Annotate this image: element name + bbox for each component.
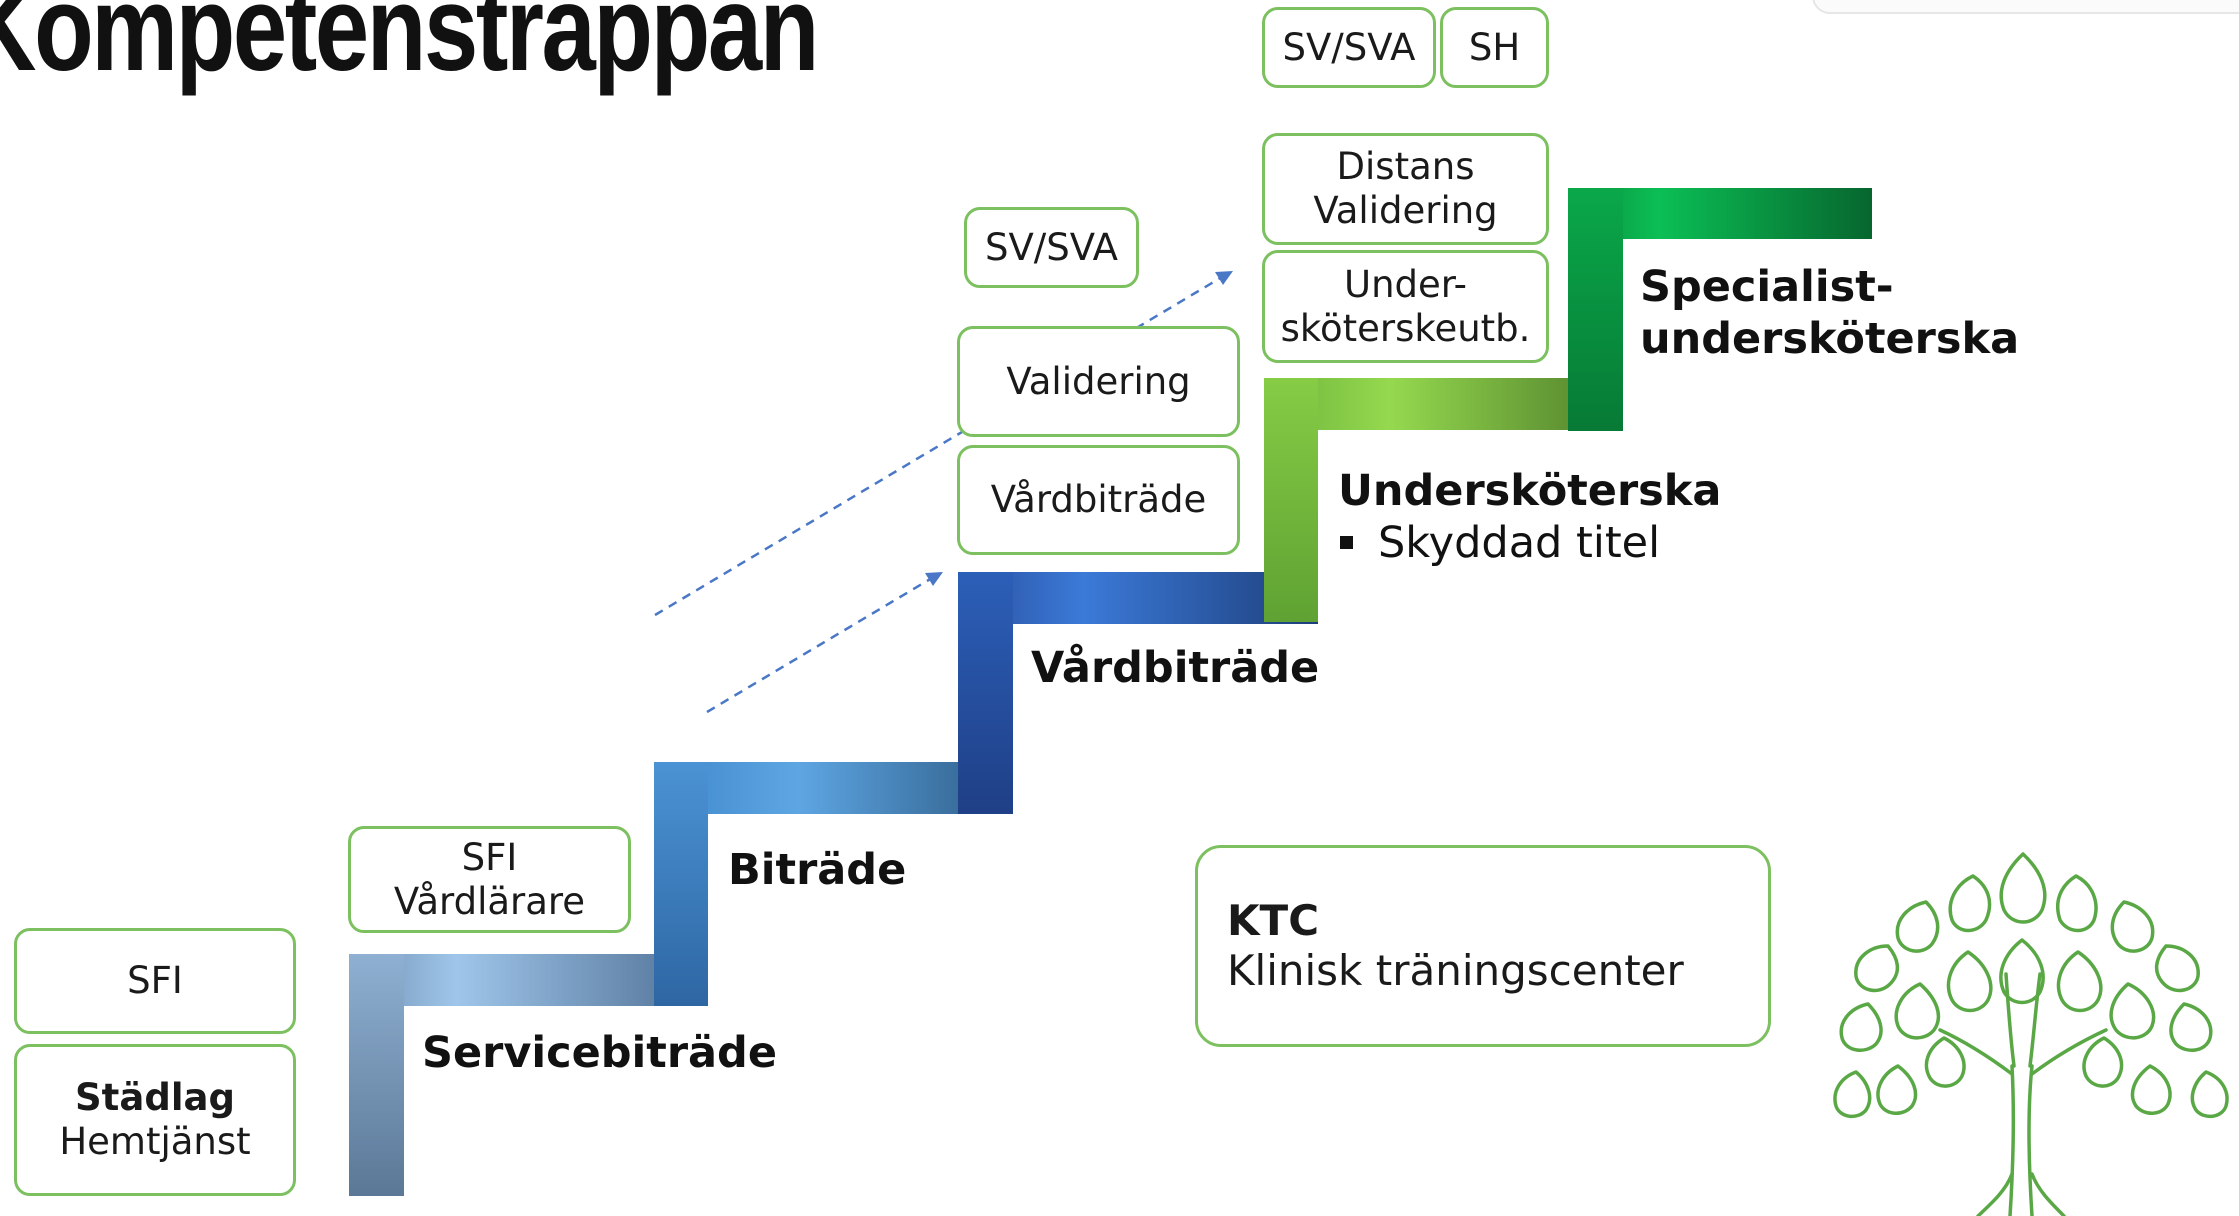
box-sfi-vardlarare-line2: Vårdlärare [393, 879, 586, 923]
box-validering-text: Validering [1006, 359, 1191, 403]
box-distans-line1: Distans [1336, 145, 1475, 188]
step-label-specialist: Specialist- undersköterska [1640, 261, 2019, 365]
ktc-box: KTC Klinisk träningscenter [1195, 845, 1771, 1047]
step-label-servicebitrade: Servicebiträde [422, 1028, 778, 1078]
box-vardbitrade-text: Vårdbiträde [990, 478, 1207, 521]
box-stadlag-hemtjanst: Städlag Hemtjänst [14, 1044, 296, 1196]
step-4-tread [1264, 378, 1623, 430]
box-distans-line2: Validering [1313, 189, 1498, 232]
box-sh-text: SH [1468, 25, 1521, 69]
step-label-vardbitrade: Vårdbiträde [1031, 643, 1320, 693]
specialist-line2: undersköterska [1640, 314, 2020, 364]
dashed-arrow-lower [706, 572, 943, 714]
step-label-underskoterska: Undersköterska Skyddad titel [1338, 465, 1721, 569]
step-label-bitrade: Biträde [728, 845, 907, 895]
underskoterska-bullet: Skyddad titel [1338, 517, 1721, 569]
box-underskoterskeutb-line1: Under- [1344, 262, 1467, 306]
bullet-square-icon [1340, 536, 1353, 549]
tree-logo-icon [1833, 852, 2229, 1216]
box-sfi: SFI [14, 928, 296, 1034]
dashed-arrow-upper [654, 271, 1233, 617]
box-sh: SH [1440, 7, 1549, 88]
box-svsva-mid: SV/SVA [964, 207, 1139, 288]
box-svsva-top-text: SV/SVA [1282, 25, 1416, 69]
box-sfi-vardlarare: SFI Vårdlärare [348, 826, 631, 933]
ktc-name: Klinisk träningscenter [1227, 946, 1684, 995]
box-sfi-text: SFI [127, 959, 183, 1002]
box-stadlag-title: Städlag [75, 1076, 235, 1119]
box-stadlag-sub: Hemtjänst [59, 1120, 251, 1163]
box-svsva-mid-text: SV/SVA [984, 225, 1118, 269]
skyddad-titel-text: Skyddad titel [1378, 518, 1661, 568]
step-5-riser [1568, 188, 1623, 431]
step-1-tread [349, 954, 707, 1006]
page-title: Kompetenstrappan [0, 0, 819, 96]
step-3-riser [958, 572, 1013, 814]
box-distans-validering: Distans Validering [1262, 133, 1549, 245]
step-4-riser [1264, 378, 1318, 622]
box-svsva-top: SV/SVA [1262, 7, 1436, 88]
underskoterska-title: Undersköterska [1338, 466, 1722, 516]
box-underskoterskeutb-line2: sköterskeutb. [1280, 306, 1531, 350]
ktc-abbr: KTC [1227, 896, 1320, 945]
box-validering: Validering [957, 326, 1240, 437]
step-2-riser [654, 762, 708, 1006]
box-underskoterskeutb: Under- sköterskeutb. [1262, 250, 1549, 363]
box-sfi-vardlarare-line1: SFI [461, 835, 518, 879]
specialist-line1: Specialist- [1640, 262, 1894, 312]
step-1-riser [349, 954, 404, 1196]
box-vardbitrade: Vårdbiträde [957, 445, 1240, 555]
step-3-tread [958, 572, 1318, 624]
step-2-tread [654, 762, 1013, 814]
